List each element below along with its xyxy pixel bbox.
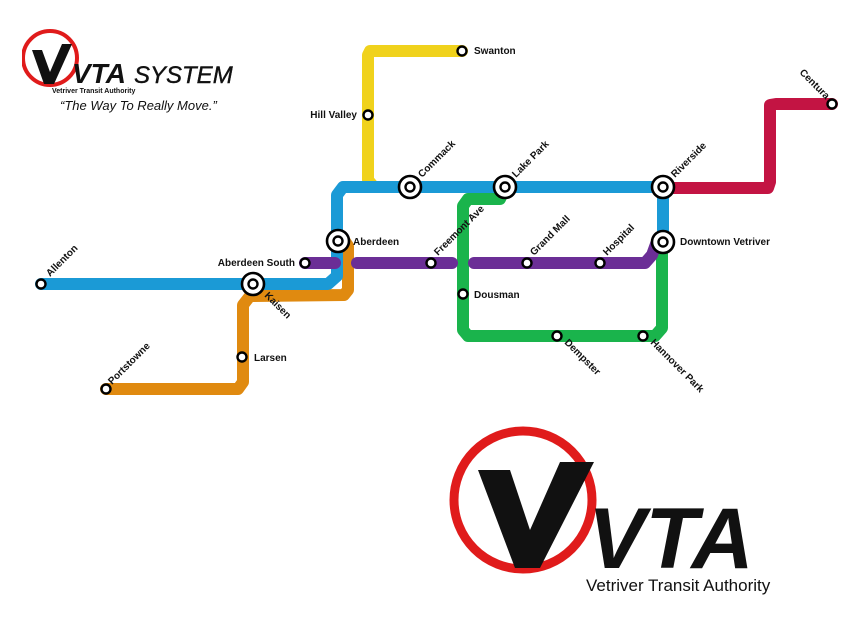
label-hospital: Hospital	[601, 222, 637, 258]
station-labels: Swanton Hill Valley Commack Lake Park Ri…	[44, 46, 831, 395]
station-hospital-marker[interactable]	[594, 257, 606, 269]
station-hill-valley-marker[interactable]	[362, 109, 374, 121]
station-centura-marker[interactable]	[826, 98, 838, 110]
large-logo-vta-text: VTA	[588, 491, 754, 587]
station-allenton-marker[interactable]	[35, 278, 47, 290]
label-dempster: Dempster	[562, 337, 602, 377]
label-hannover-park: Hannover Park	[648, 337, 706, 395]
station-kaisen-marker[interactable]	[240, 271, 266, 297]
tagline: “The Way To Really Move.”	[60, 98, 217, 113]
logo-red-circle	[21, 29, 79, 87]
label-commack: Commack	[416, 138, 458, 180]
label-centura: Centura	[797, 67, 832, 102]
vta-large-logo: VTA Vetriver Transit Authority	[449, 426, 771, 595]
station-swanton-marker[interactable]	[456, 45, 468, 57]
large-logo-v-shape	[478, 462, 594, 568]
large-logo-subtitle: Vetriver Transit Authority	[586, 576, 771, 595]
station-freemont-ave-marker[interactable]	[425, 257, 437, 269]
red-line	[657, 98, 838, 194]
station-riverside-marker[interactable]	[650, 174, 676, 200]
label-hill-valley: Hill Valley	[310, 110, 357, 121]
station-dempster-marker[interactable]	[551, 330, 563, 342]
large-logo-red-circle	[449, 426, 597, 574]
station-grand-mall-marker[interactable]	[521, 257, 533, 269]
label-aberdeen: Aberdeen	[353, 237, 399, 248]
vta-system-logo: VTA SYSTEM Vetriver Transit Authority	[21, 26, 292, 126]
station-larsen-marker[interactable]	[236, 351, 248, 363]
label-portstowne: Portstowne	[106, 341, 153, 388]
label-larsen: Larsen	[254, 353, 287, 364]
station-aberdeen-south-marker[interactable]	[299, 257, 311, 269]
label-dousman: Dousman	[474, 290, 520, 301]
label-grand-mall: Grand Mall	[528, 214, 572, 258]
label-riverside: Riverside	[669, 140, 709, 180]
orange-line	[100, 234, 354, 395]
label-aberdeen-south: Aberdeen South	[218, 258, 295, 269]
label-lake-park: Lake Park	[510, 139, 552, 181]
logo-vta-text: VTA	[72, 58, 126, 89]
logo-subtitle: Vetriver Transit Authority	[52, 88, 135, 95]
station-dousman-marker[interactable]	[457, 288, 469, 300]
logo-system-text: SYSTEM	[134, 62, 233, 89]
label-downtown-vetriver: Downtown Vetriver	[680, 237, 770, 248]
purple-line-east	[468, 238, 662, 269]
logo-v-shape	[32, 44, 72, 84]
station-aberdeen-marker[interactable]	[325, 228, 351, 254]
label-allenton: Allenton	[44, 243, 80, 279]
yellow-line	[362, 45, 468, 193]
station-lake-park-marker[interactable]	[492, 174, 518, 200]
regular-stations	[35, 45, 838, 395]
interchange-stations	[240, 174, 676, 297]
station-commack-marker[interactable]	[397, 174, 423, 200]
label-swanton: Swanton	[474, 46, 516, 57]
station-hannover-park-marker[interactable]	[637, 330, 649, 342]
station-portstowne-marker[interactable]	[100, 383, 112, 395]
green-line	[457, 182, 668, 342]
station-downtown-vetriver-marker[interactable]	[650, 229, 676, 255]
